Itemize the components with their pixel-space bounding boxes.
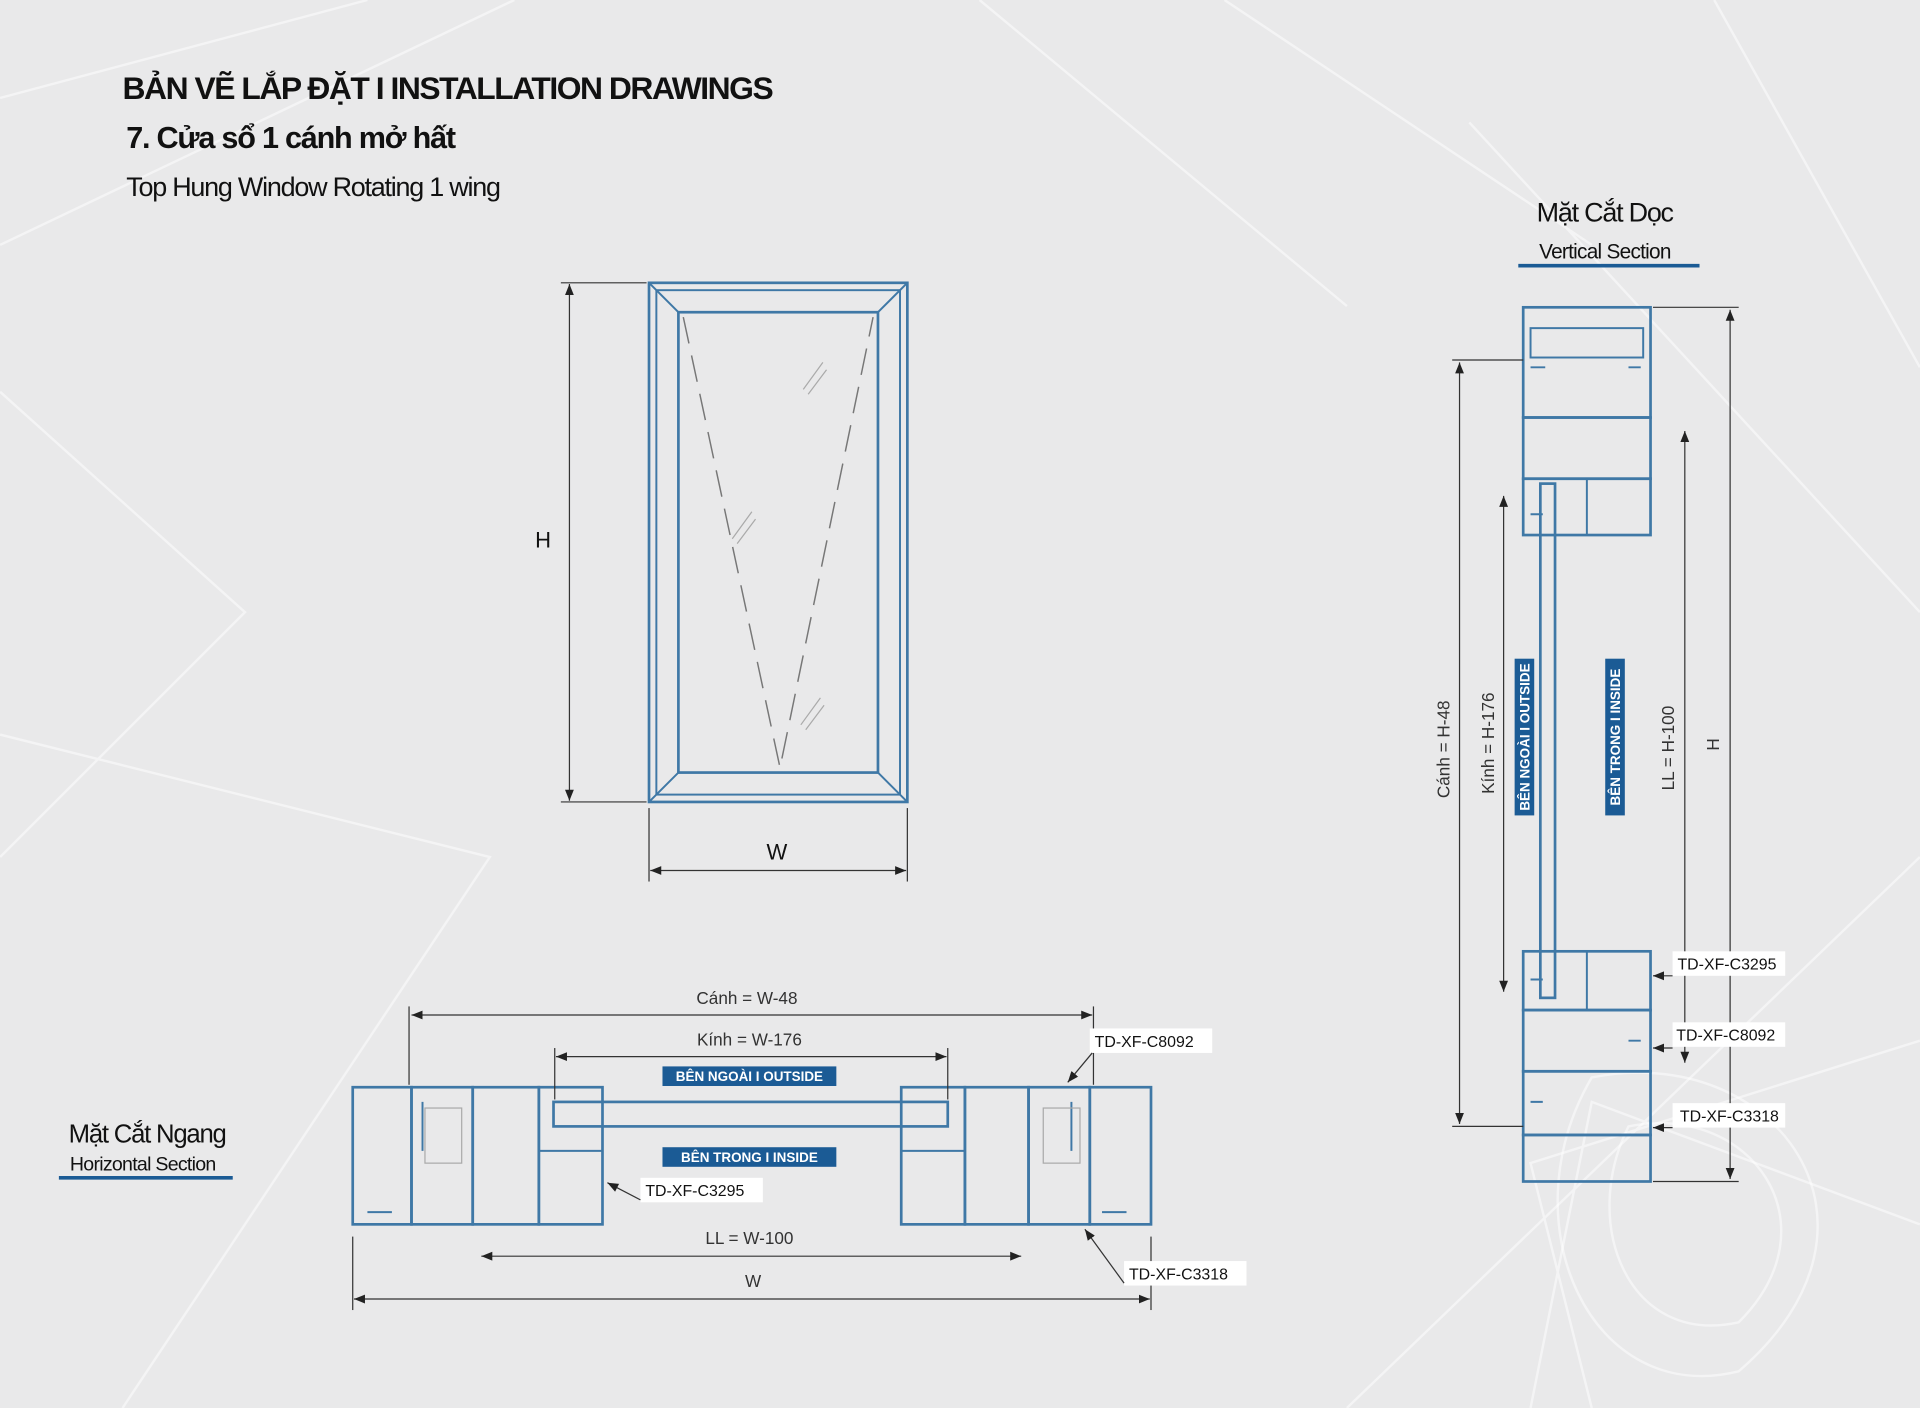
vertical-glass-dim: Kính = H-176	[1478, 692, 1498, 793]
vertical-tag-c8092: TD-XF-C8092	[1652, 1022, 1786, 1053]
vertical-tag-c3318: TD-XF-C3318	[1652, 1103, 1786, 1133]
height-label: H	[535, 527, 551, 552]
page-subtitle-en: Top Hung Window Rotating 1 wing	[126, 172, 500, 202]
vertical-inside-label: BÊN TRONG I INSIDE	[1608, 669, 1623, 806]
horizontal-profiles	[351, 1085, 1153, 1226]
svg-text:TD-XF-C3318: TD-XF-C3318	[1129, 1266, 1228, 1283]
vertical-section-title: Mặt Cắt Dọc	[1537, 197, 1674, 228]
svg-text:TD-XF-C8092: TD-XF-C8092	[1676, 1028, 1775, 1045]
svg-text:TD-XF-C3295: TD-XF-C3295	[1677, 957, 1776, 974]
horizontal-tag-c3295: TD-XF-C3295	[607, 1177, 763, 1203]
width-label: W	[767, 839, 788, 864]
horizontal-tag-c8092: TD-XF-C8092	[1067, 1028, 1213, 1083]
horizontal-section: Mặt Cắt Ngang Horizontal Section Cánh = …	[58, 988, 1247, 1311]
horizontal-section-title: Mặt Cắt Ngang	[69, 1119, 226, 1148]
svg-text:TD-XF-C8092: TD-XF-C8092	[1095, 1034, 1194, 1051]
svg-text:TD-XF-C3295: TD-XF-C3295	[645, 1183, 744, 1200]
page-title: BẢN VẼ LẮP ĐẶT I INSTALLATION DRAWINGS	[123, 70, 773, 106]
horizontal-total-dim: W	[745, 1271, 762, 1291]
vertical-outside-label: BÊN NGOÀI I OUTSIDE	[1517, 663, 1532, 810]
horizontal-sash-dim: Cánh = W-48	[696, 988, 797, 1008]
horizontal-inside-label: BÊN TRONG I INSIDE	[681, 1150, 818, 1165]
window-elevation: H W	[535, 281, 909, 882]
vertical-tag-c3295: TD-XF-C3295	[1652, 951, 1786, 981]
horizontal-clear-dim: LL = W-100	[705, 1228, 793, 1248]
svg-text:TD-XF-C3318: TD-XF-C3318	[1680, 1109, 1779, 1126]
horizontal-glass-dim: Kính = W-176	[697, 1030, 802, 1050]
vertical-section: Mặt Cắt Dọc Vertical Section Cánh = H-48…	[1434, 197, 1786, 1183]
opening-direction-lines	[682, 316, 874, 768]
horizontal-tag-c3318: TD-XF-C3318	[1084, 1228, 1247, 1286]
horizontal-section-title-en: Horizontal Section	[70, 1153, 216, 1175]
vertical-sash-dim: Cánh = H-48	[1434, 701, 1454, 799]
vertical-profiles	[1521, 305, 1652, 1183]
page-subtitle: 7. Cửa sổ 1 cánh mở hất	[126, 121, 456, 155]
vertical-clear-dim: LL = H-100	[1658, 706, 1678, 791]
horizontal-outside-label: BÊN NGOÀI I OUTSIDE	[676, 1069, 823, 1084]
vertical-total-dim: H	[1703, 738, 1723, 750]
vertical-section-title-en: Vertical Section	[1539, 240, 1671, 263]
